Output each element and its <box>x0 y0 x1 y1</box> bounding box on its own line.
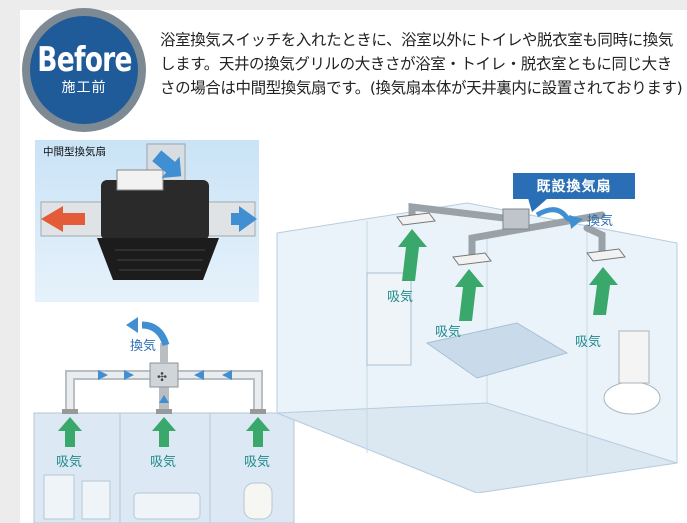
schematic-exhaust-arrowhead-icon <box>126 317 138 333</box>
fan-photo-label: 中間型換気扇 <box>43 146 106 158</box>
room-intake-label-1: 吸気 <box>387 289 413 305</box>
fan-unit-illustration <box>40 143 257 280</box>
before-badge-word: Before <box>36 40 132 80</box>
intake-arrow-right-icon <box>231 206 257 232</box>
schematic-diagram: ✣ 換気 吸気 吸気 吸気 <box>33 317 295 523</box>
schematic-washer <box>81 480 111 520</box>
schematic-intake-label-2: 吸気 <box>150 454 176 470</box>
schematic-intake-label-1: 吸気 <box>56 454 82 470</box>
room-intake-label-3: 吸気 <box>575 334 601 350</box>
before-badge: Before 施工前 <box>22 8 146 132</box>
room-grille-1 <box>396 212 436 226</box>
existing-fan-callout: 既設換気扇 <box>513 173 635 199</box>
schematic-flow-arrows <box>98 370 232 403</box>
room-vanity <box>366 272 412 366</box>
room-grille-2 <box>452 252 492 266</box>
schematic-intake-label-3: 吸気 <box>244 454 270 470</box>
schematic-grille-3 <box>250 409 266 414</box>
schematic-grille-2 <box>156 409 172 414</box>
schematic-exhaust-label: 換気 <box>130 338 156 354</box>
intake-arrow-top-icon <box>152 150 182 179</box>
room-bathtub <box>425 322 569 379</box>
description-text: 浴室換気スイッチを入れたときに、浴室以外にトイレや脱衣室も同時に換気します。天井… <box>160 31 683 97</box>
room-intake-arrows <box>398 229 618 321</box>
room-duct <box>408 203 606 259</box>
callout-pointer <box>528 198 548 212</box>
schematic-bathtub <box>133 492 201 520</box>
schematic-intake-arrows <box>58 417 270 447</box>
room-intake-label-2: 吸気 <box>435 324 461 340</box>
room-exhaust-arrowhead-icon <box>569 215 583 229</box>
room-floor <box>276 402 678 493</box>
schematic-grille-1 <box>62 409 78 414</box>
schematic-fan-icon: ✣ <box>157 370 167 384</box>
before-badge-subtitle: 施工前 <box>61 80 107 96</box>
before-badge-inner: Before 施工前 <box>30 16 138 124</box>
exhaust-arrow-icon <box>41 206 85 232</box>
schematic-exhaust-arrow <box>141 321 170 347</box>
fan-photo: 中間型換気扇 <box>35 140 259 302</box>
room-grille-3 <box>586 248 626 262</box>
fan-grille-lines <box>115 249 205 271</box>
existing-fan-box <box>502 208 530 230</box>
fan-body <box>101 180 209 240</box>
isometric-room-diagram: 換気 吸気 吸気 吸気 <box>276 202 678 493</box>
room-toilet-tank <box>618 330 650 384</box>
schematic-sink <box>43 474 75 520</box>
fan-base-grille <box>97 238 219 280</box>
room-exhaust-label: 換気 <box>587 213 613 229</box>
fan-bracket <box>116 169 164 191</box>
room-toilet <box>603 381 661 415</box>
schematic-toilet <box>243 482 273 520</box>
room-exhaust-arrow <box>535 207 579 226</box>
